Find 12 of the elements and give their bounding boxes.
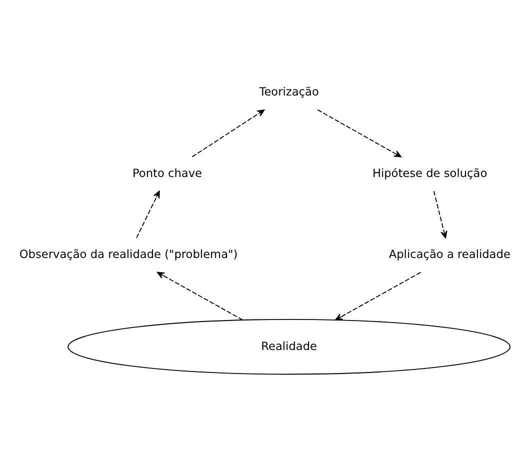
node-text: Teorização [259, 84, 319, 99]
node-text: Hipótese de solução [372, 166, 488, 180]
node-ellipse: Realidade [68, 318, 511, 375]
arrow [335, 272, 422, 320]
node-text: Aplicação a realidade [388, 247, 510, 262]
node-text: Observação da realidade ("problema") [19, 247, 238, 262]
arrow [136, 190, 160, 238]
arrow [192, 109, 265, 158]
arrow [433, 190, 448, 238]
arrow [156, 272, 244, 320]
node-text: Ponto chave [132, 166, 202, 180]
arrow [317, 109, 402, 158]
